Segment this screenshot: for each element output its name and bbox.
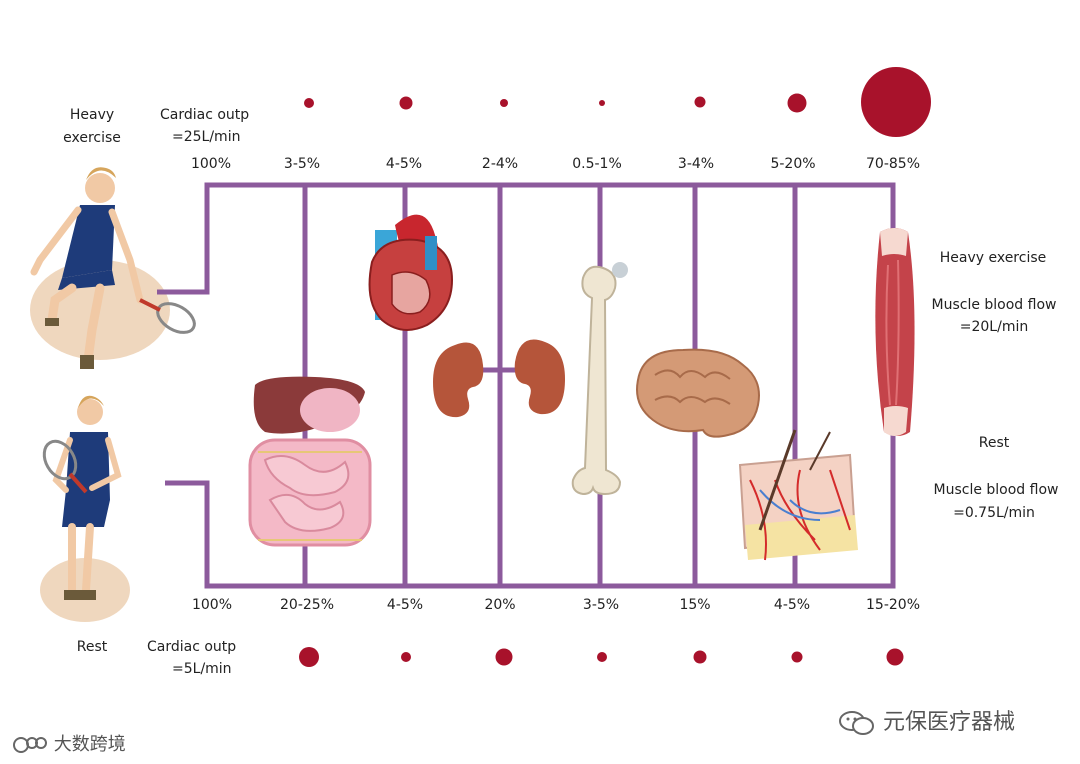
athlete-heavy-exercise-icon <box>30 167 196 369</box>
label-heavy-exercise-left: Heavy exercise <box>63 107 121 146</box>
top-pct-muscle: 70-85% <box>866 156 920 172</box>
rest-dot-bone <box>597 652 607 662</box>
watermark-left: 大数跨境 <box>12 730 126 756</box>
heavy-exercise-dot-bone <box>599 100 605 106</box>
bone-icon <box>571 262 628 496</box>
watermark-right: 元保医疗器械 <box>838 704 1015 736</box>
heavy-exercise-dot-muscle <box>861 67 931 137</box>
bottom-pct-muscle: 15-20% <box>866 597 920 613</box>
bottom-pct-total: 100% <box>191 597 233 613</box>
digestive-organs-icon <box>248 376 372 547</box>
rest-dot-heart <box>401 652 411 662</box>
top-pct-total: 100% <box>190 156 232 172</box>
label-cardiac-output-heavy-2: =25L/min <box>172 129 241 145</box>
bottom-pct-digestive: 20-25% <box>280 597 334 613</box>
brain-icon <box>636 348 760 438</box>
heavy-exercise-dot-kidney <box>500 99 508 107</box>
wechat-icon <box>838 710 876 736</box>
bottom-pct-bone: 3-5% <box>582 597 620 613</box>
label-heavy-exercise-right: Heavy exercise <box>939 250 1047 266</box>
athlete-rest-icon <box>42 395 122 600</box>
label-cardiac-output-rest-1: Cardiac outp <box>147 639 237 655</box>
heavy-exercise-dot-skin <box>787 93 807 113</box>
kidneys-icon <box>433 339 565 418</box>
skin-icon <box>738 429 858 561</box>
heart-icon <box>368 214 454 331</box>
heavy-exercise-dot-heart <box>399 96 413 110</box>
bottom-pct-kidney: 20% <box>484 597 516 613</box>
heavy-exercise-dot-digestive <box>304 98 314 108</box>
rest-dot-muscle <box>886 648 904 666</box>
bottom-pct-skin: 4-5% <box>773 597 811 613</box>
top-pct-brain: 3-4% <box>677 156 715 172</box>
heavy-exercise-dot-brain <box>694 96 706 108</box>
label-muscle-flow-rest-1: Muscle blood flow <box>933 482 1059 498</box>
bottom-pct-brain: 15% <box>679 597 711 613</box>
rest-dot-skin <box>791 651 803 663</box>
label-muscle-flow-heavy-2: =20L/min <box>959 319 1029 335</box>
label-cardiac-output-heavy-1: Cardiac outp <box>160 107 250 123</box>
rest-dot-digestive <box>299 647 319 667</box>
top-pct-kidney: 2-4% <box>481 156 519 172</box>
bottom-pct-heart: 4-5% <box>386 597 424 613</box>
label-muscle-flow-heavy-1: Muscle blood flow <box>931 297 1057 313</box>
rest-dot-brain <box>693 650 707 664</box>
rest-flow-dots <box>299 647 904 667</box>
label-muscle-flow-rest-2: =0.75L/min <box>953 505 1035 521</box>
label-cardiac-output-rest-2: =5L/min <box>172 661 232 677</box>
watermark-right-text: 元保医疗器械 <box>883 710 1016 735</box>
muscle-icon <box>875 228 915 436</box>
rest-dot-kidney <box>495 648 513 666</box>
label-rest-right: Rest <box>978 435 1010 451</box>
top-pct-digestive: 3-5% <box>283 156 321 172</box>
label-rest-left: Rest <box>76 639 108 655</box>
top-pct-bone: 0.5-1% <box>572 156 622 172</box>
watermark-left-text: 大数跨境 <box>53 734 126 755</box>
top-pct-heart: 4-5% <box>385 156 423 172</box>
heavy-exercise-flow-dots <box>304 67 931 137</box>
watermark-left-logo-icon <box>12 735 48 755</box>
top-pct-skin: 5-20% <box>770 156 816 172</box>
